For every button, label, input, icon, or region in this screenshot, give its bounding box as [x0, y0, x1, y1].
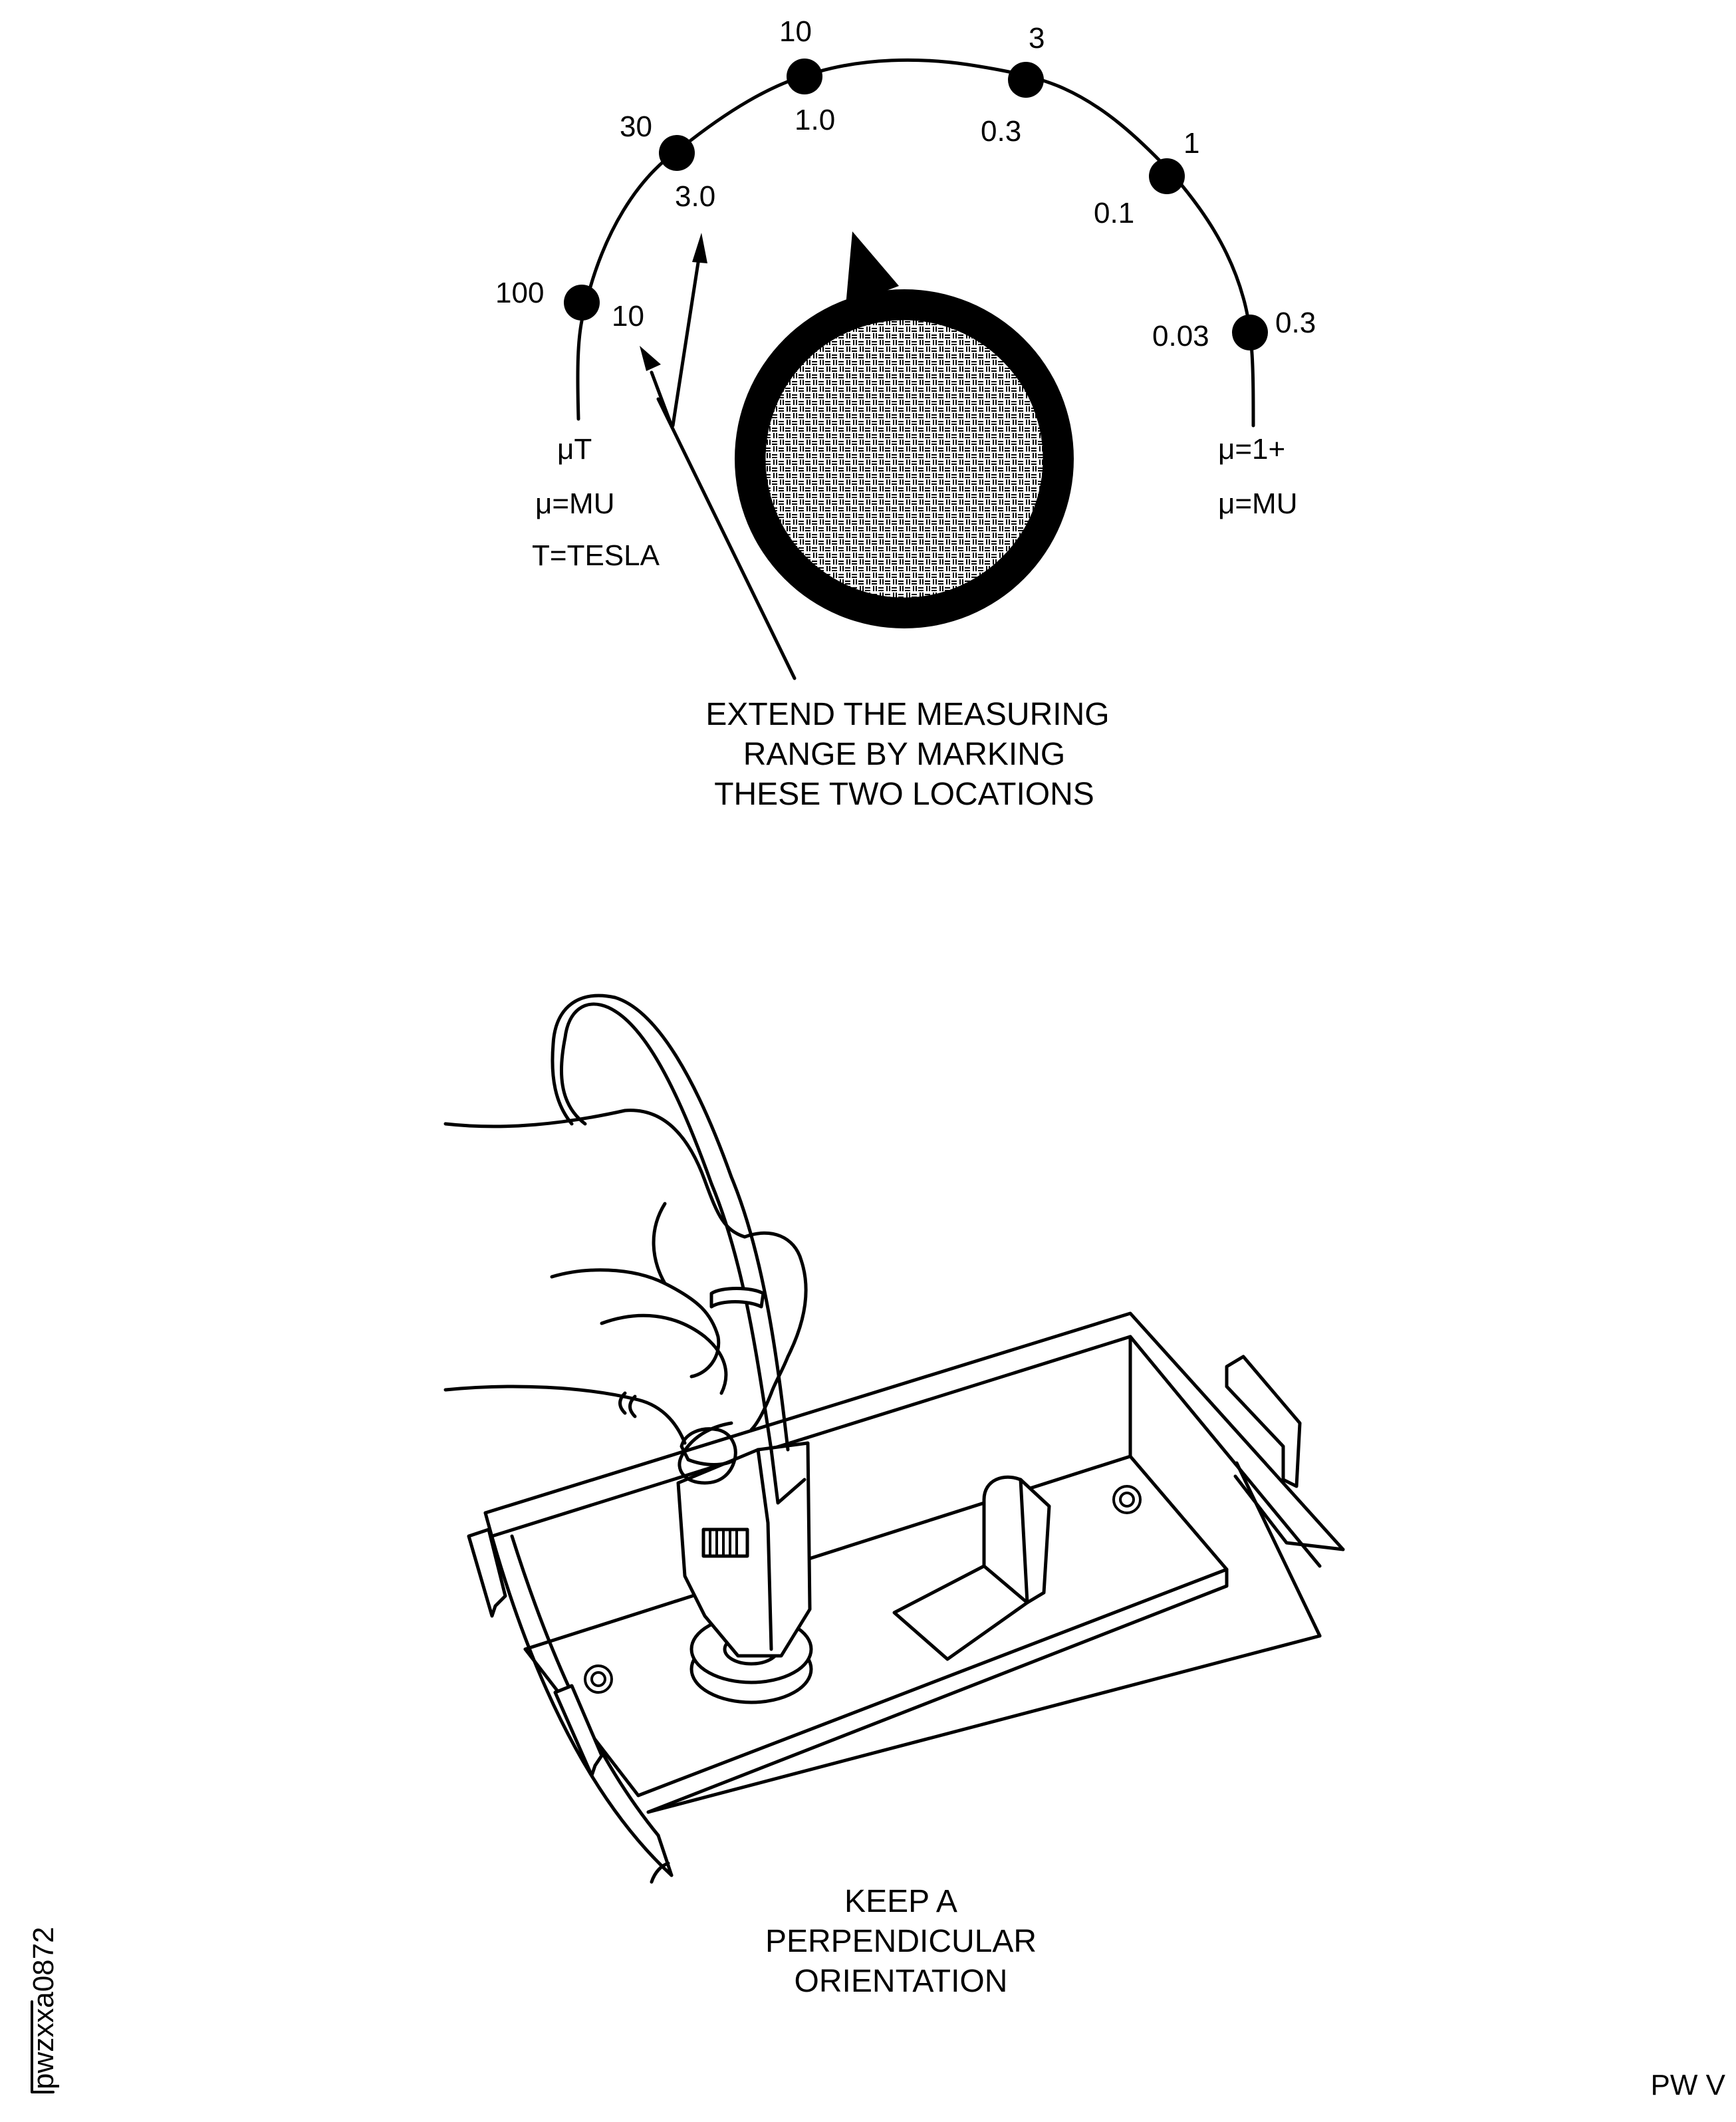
- scale-label-inner-3: 1.0: [795, 104, 835, 136]
- thumb-nail: [680, 1427, 737, 1466]
- mounting-bracket-fold: [982, 1478, 1029, 1605]
- scale-label-outer-4: 3: [1029, 22, 1045, 55]
- hand-index-finger: [550, 1268, 721, 1379]
- screw-hole-right-inner: [1119, 1492, 1135, 1508]
- left-clip-bottom: [553, 1684, 604, 1778]
- left-unit-note-mu: μ=MU: [535, 487, 614, 520]
- scale-label-inner-4: 0.3: [981, 115, 1021, 148]
- scale-dot-3: [1008, 62, 1044, 98]
- scale-label-inner-1: 10: [612, 300, 644, 332]
- arrowhead-inner-10: [640, 346, 661, 371]
- right-unit-label: μ=1+: [1218, 433, 1285, 465]
- outer-rim-right: [1233, 1474, 1345, 1551]
- cable-inner: [551, 994, 790, 1452]
- outer-rim-bottom: [646, 1634, 1322, 1814]
- arrowhead-inner-3: [692, 233, 707, 263]
- screw-hole-right: [1112, 1485, 1142, 1514]
- knob-pointer: [846, 231, 899, 306]
- cable-ring: [709, 1287, 765, 1309]
- probe-bevel: [769, 1448, 806, 1505]
- inner-floor-back: [523, 1454, 1229, 1651]
- enclosure-bottom-curl: [650, 1861, 670, 1884]
- keep-callout-line-3: ORIENTATION: [795, 1964, 1008, 1999]
- scale-label-inner-2: 3.0: [675, 180, 715, 213]
- arrow-to-inner-10: [650, 370, 674, 428]
- hand-thumb: [678, 1421, 737, 1485]
- extend-callout-line-1: EXTEND THE MEASURING: [705, 697, 1109, 732]
- hand-wrist-line: [749, 1391, 773, 1432]
- figure-id-bracket: [31, 2000, 55, 2093]
- scale-arc: [576, 58, 1255, 428]
- figure-id-label: pwzxxa0872: [27, 1926, 60, 2089]
- mounting-bracket: [892, 1475, 1051, 1661]
- scale-dot-1: [1149, 158, 1185, 194]
- scale-label-inner-6: 0.03: [1152, 320, 1209, 352]
- figure-footer: pwzxxa0872 PW V: [27, 1926, 1726, 2101]
- scale-label-outer-3: 10: [779, 15, 812, 48]
- left-clip-top: [467, 1527, 507, 1618]
- hand-fold: [652, 1202, 667, 1285]
- extend-callout-line-2: RANGE BY MARKING: [743, 737, 1066, 772]
- scale-label-outer-1: 100: [495, 277, 544, 309]
- inner-floor-front: [636, 1567, 1229, 1814]
- knuckle-crease-2: [628, 1394, 637, 1418]
- left-unit-note-tesla: T=TESLA: [532, 539, 660, 572]
- scale-dot-10: [787, 59, 822, 94]
- orientation-callout: KEEP A PERPENDICULAR ORIENTATION: [765, 1884, 1037, 1999]
- scale-label-outer-2: 30: [620, 110, 652, 143]
- right-clip: [1225, 1355, 1302, 1488]
- scale-label-outer-5: 1: [1183, 127, 1199, 160]
- corner-code-label: PW V: [1651, 2069, 1726, 2101]
- hand-middle-finger: [600, 1313, 728, 1395]
- keep-callout-line-2: PERPENDICULAR: [765, 1924, 1037, 1959]
- knob-face: [763, 318, 1045, 600]
- probe-side-edge: [756, 1448, 773, 1651]
- screw-hole-left-inner: [590, 1671, 606, 1687]
- right-unit-note-mu: μ=MU: [1218, 487, 1297, 520]
- callout-arrows: [640, 233, 797, 680]
- enclosure-right-edge: [1235, 1461, 1322, 1638]
- enclosure-left-wall: [483, 1511, 674, 1877]
- hand-lower-contour: [443, 1385, 687, 1445]
- scale-label-outer-6: 0.3: [1275, 307, 1316, 339]
- arrow-to-inner-3: [671, 261, 700, 428]
- scale-dot-0-3: [1232, 315, 1268, 350]
- left-unit-label: μT: [557, 433, 592, 465]
- enclosure-back-edge-outer: [483, 1311, 1345, 1551]
- extend-range-callout: EXTEND THE MEASURING RANGE BY MARKING TH…: [705, 697, 1109, 812]
- extend-callout-line-3: THESE TWO LOCATIONS: [714, 777, 1094, 812]
- screw-hole-left: [584, 1664, 613, 1694]
- enclosure-front-wall: [656, 1833, 674, 1877]
- scale-dot-30: [659, 135, 695, 171]
- knuckle-crease: [618, 1391, 627, 1415]
- probe-cable: [551, 994, 790, 1452]
- magnetic-probe: [676, 1441, 812, 1658]
- probe-grip-lines: [709, 1529, 738, 1556]
- callout-leader-line: [656, 397, 797, 680]
- enclosure: [467, 1311, 1345, 1884]
- cable-outer: [559, 1002, 773, 1452]
- range-knob: [735, 231, 1074, 628]
- probe-illustration: KEEP A PERPENDICULAR ORIENTATION: [443, 994, 1345, 1999]
- hand-upper-contour: [443, 1109, 808, 1395]
- meter-dial: 100 30 10 3 1 0.3 10 3.0 1.0 0.3 0.1 0.0…: [495, 15, 1316, 812]
- scale-dot-100: [564, 285, 600, 321]
- scale-label-inner-5: 0.1: [1094, 197, 1134, 229]
- hand: [443, 1109, 808, 1485]
- keep-callout-line-1: KEEP A: [844, 1884, 957, 1919]
